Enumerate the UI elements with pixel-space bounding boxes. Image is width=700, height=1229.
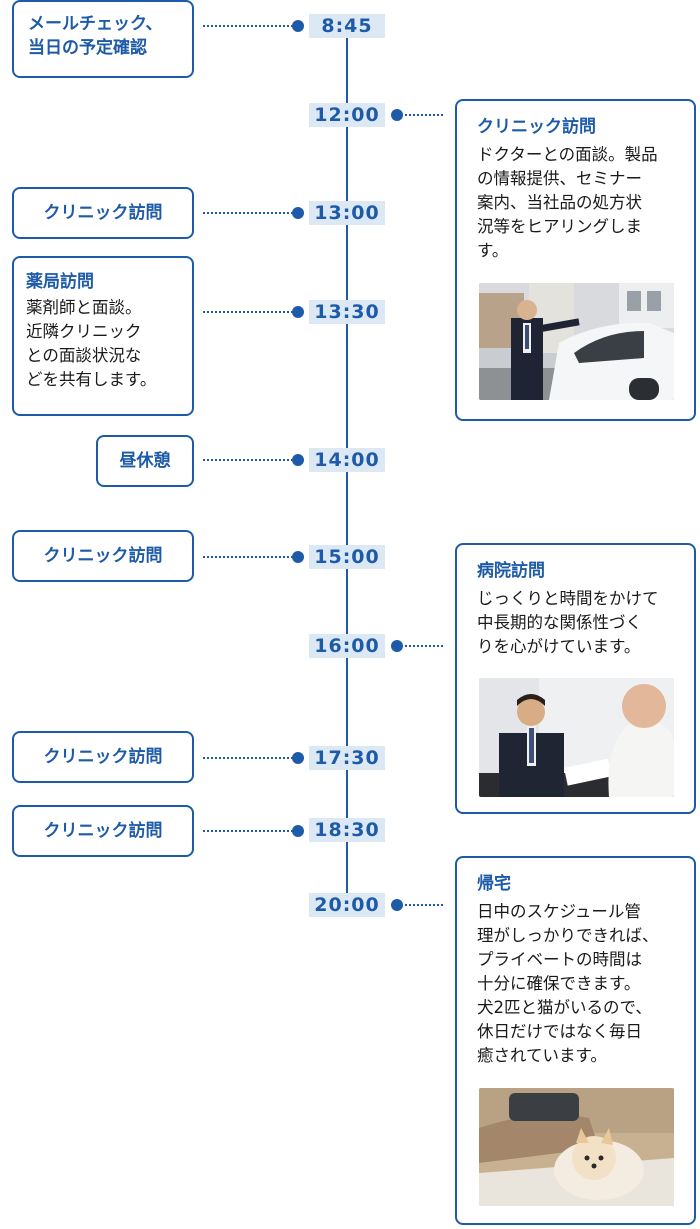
event-title: 薬局訪問 <box>26 272 94 292</box>
event-pharmacy-visit: 薬局訪問 薬剤師と面談。 近隣クリニック との面談状況な どを共有します。 <box>12 256 194 416</box>
leader-line <box>203 212 293 214</box>
event-lunch-break: 昼休憩 <box>96 435 194 487</box>
photo-doctor-meeting <box>479 678 674 797</box>
leader-line <box>405 114 443 116</box>
time-label: 18:30 <box>309 818 385 842</box>
timeline-dot <box>292 454 304 466</box>
event-title: 病院訪問 <box>477 561 545 581</box>
event-title: クリニック訪問 <box>43 546 163 566</box>
time-label: 14:00 <box>309 448 385 472</box>
timeline-dot <box>292 752 304 764</box>
event-title: 昼休憩 <box>119 451 171 471</box>
leader-line <box>203 757 293 759</box>
time-label: 13:00 <box>309 201 385 225</box>
event-title: 帰宅 <box>477 874 511 894</box>
time-label: 12:00 <box>309 103 385 127</box>
event-description: ドクターとの面談。製品 の情報提供、セミナー 案内、当社品の処方状 況等をヒアリ… <box>477 145 658 260</box>
leader-line <box>203 556 293 558</box>
leader-line <box>405 904 443 906</box>
event-title: クリニック訪問 <box>43 821 163 841</box>
leader-line <box>203 25 293 27</box>
timeline-dot <box>292 825 304 837</box>
leader-line <box>203 311 293 313</box>
timeline-dot <box>391 640 403 652</box>
event-clinic-visit: クリニック訪問 <box>12 187 194 239</box>
event-title: クリニック訪問 <box>43 203 163 223</box>
event-mail-check: メールチェック、 当日の予定確認 <box>12 0 194 78</box>
event-clinic-visit: クリニック訪問 <box>12 731 194 783</box>
timeline-dot <box>292 20 304 32</box>
event-description: 薬剤師と面談。 近隣クリニック との面談状況な どを共有します。 <box>26 298 157 389</box>
time-label: 20:00 <box>309 893 385 917</box>
leader-line <box>203 830 293 832</box>
event-clinic-visit: クリニック訪問 <box>12 805 194 857</box>
timeline-dot <box>292 306 304 318</box>
photo-pet-dog <box>479 1088 674 1206</box>
event-description: 日中のスケジュール管 理がしっかりできれば、 プライベートの時間は 十分に確保で… <box>477 902 659 1065</box>
time-label: 13:30 <box>309 300 385 324</box>
timeline-dot <box>391 899 403 911</box>
time-label: 8:45 <box>309 14 385 38</box>
time-label: 17:30 <box>309 746 385 770</box>
event-title: メールチェック、 当日の予定確認 <box>28 14 163 58</box>
event-title: クリニック訪問 <box>477 117 596 137</box>
event-title: クリニック訪問 <box>43 747 163 767</box>
timeline-dot <box>292 551 304 563</box>
photo-car-meeting <box>479 283 674 400</box>
leader-line <box>203 459 293 461</box>
event-description: じっくりと時間をかけて 中長期的な関係性づく りを心がけています。 <box>477 589 659 656</box>
time-label: 15:00 <box>309 545 385 569</box>
timeline-dot <box>391 109 403 121</box>
timeline-dot <box>292 207 304 219</box>
event-clinic-visit: クリニック訪問 <box>12 530 194 582</box>
leader-line <box>405 645 443 647</box>
time-label: 16:00 <box>309 634 385 658</box>
